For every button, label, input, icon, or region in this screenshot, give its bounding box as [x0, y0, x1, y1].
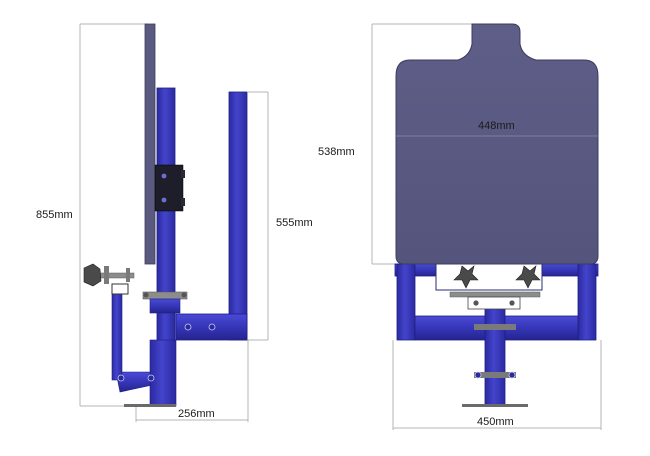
knob-screw-washer — [126, 268, 130, 282]
side-foot — [124, 404, 176, 407]
mast-collar — [474, 372, 516, 378]
bolt-icon — [147, 374, 155, 382]
bolt-icon — [184, 323, 192, 331]
dim-label-450: 450mm — [477, 416, 514, 428]
bolt-icon — [181, 292, 187, 298]
bolt-icon — [508, 371, 516, 379]
bolt-icon — [143, 292, 149, 298]
clamp-bolt-icon — [161, 173, 167, 179]
side-base-block — [149, 339, 177, 407]
side-mount-plate — [142, 291, 188, 300]
bolt-icon — [509, 300, 515, 306]
bolt-icon — [474, 371, 482, 379]
front-frame-left-post — [396, 263, 416, 341]
dim-label-555: 555mm — [276, 217, 313, 229]
mast-collar — [474, 324, 516, 330]
side-leg-vertical — [111, 293, 123, 381]
knob-screw-washer — [104, 266, 109, 284]
knob-bracket — [111, 283, 129, 295]
front-dimension-lines — [371, 23, 602, 430]
bolt-icon — [117, 374, 125, 382]
star-knob-icon — [453, 265, 479, 289]
front-bracket-plate — [449, 291, 541, 298]
clamp-tab — [181, 198, 185, 206]
star-knob-icon — [83, 263, 102, 287]
dim-label-855: 855mm — [36, 209, 73, 221]
bolt-icon — [208, 323, 216, 331]
side-arm-upright — [228, 91, 248, 341]
dim-label-448: 448mm — [478, 120, 515, 132]
front-mast — [484, 295, 506, 407]
front-frame-right-post — [577, 263, 597, 341]
bolt-icon — [473, 300, 479, 306]
front-view — [371, 23, 602, 430]
front-clamp-block — [467, 296, 521, 310]
clamp-bolt-icon — [161, 197, 167, 203]
front-foot — [462, 404, 528, 407]
side-mount-block — [149, 298, 181, 314]
dim-label-256: 256mm — [178, 408, 215, 420]
front-board — [395, 23, 599, 265]
star-knob-icon — [515, 265, 541, 289]
dim-label-538: 538mm — [318, 146, 355, 158]
side-board — [144, 23, 156, 265]
side-view — [79, 23, 269, 422]
clamp-tab — [181, 170, 185, 178]
side-dimension-lines — [79, 23, 269, 422]
side-clamp-bracket — [154, 164, 184, 212]
